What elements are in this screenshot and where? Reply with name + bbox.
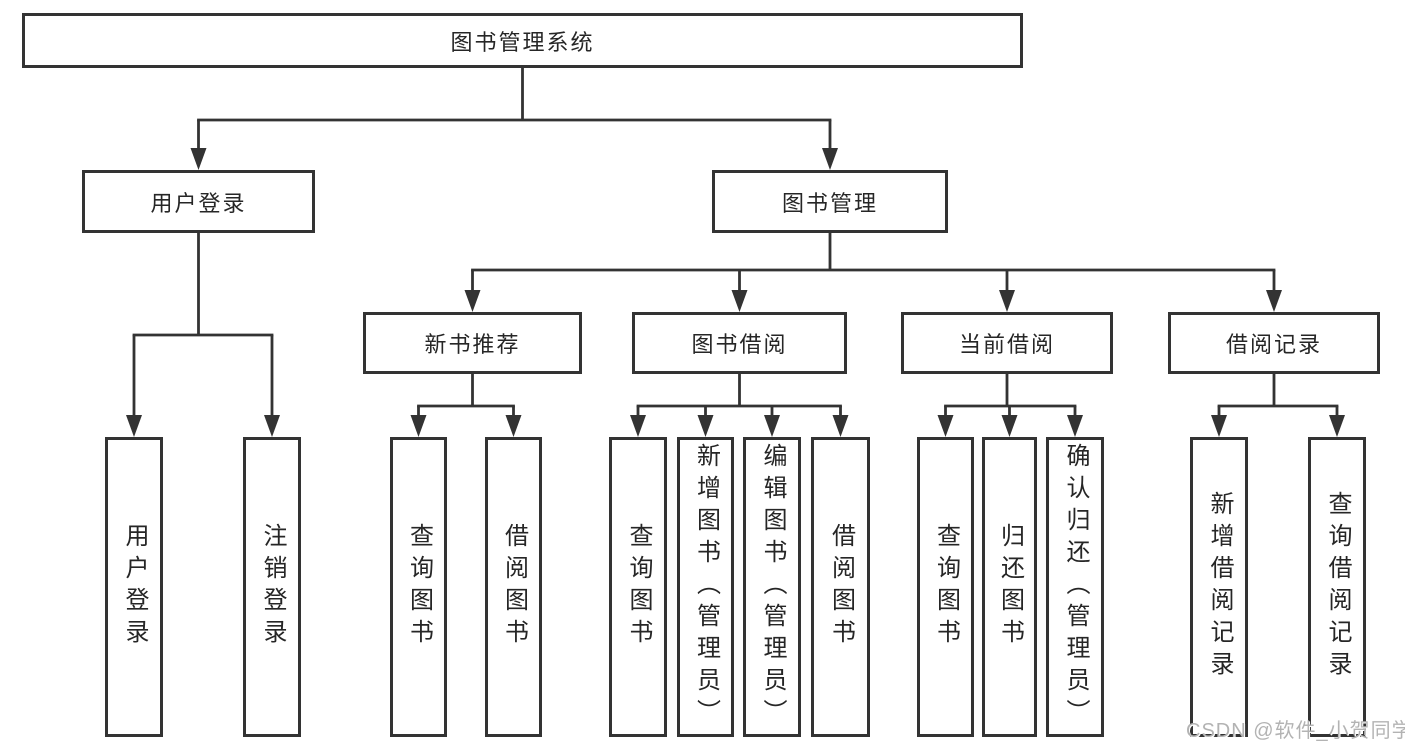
arrow-down-icon [1067,415,1083,437]
arrow-down-icon [731,290,748,312]
arrow-down-icon [1001,415,1018,437]
node-borrow-records: 借阅记录 [1168,312,1380,374]
node-label-add-book: 新增图书（管理员） [692,443,720,731]
node-label-query-book-2: 查询图书 [625,523,652,651]
node-query-borrow-record: 查询借阅记录 [1308,437,1366,737]
arrow-down-icon [264,415,280,437]
node-label-login: 用户登录 [121,523,148,651]
node-label-logout: 注销登录 [259,523,286,651]
arrow-down-icon [1266,290,1282,312]
node-label-user-login: 用户登录 [150,190,247,216]
node-label-edit-book: 编辑图书（管理员） [759,443,786,731]
arrow-down-icon [126,415,142,437]
arrow-down-icon [410,415,427,437]
node-new-book-rec: 新书推荐 [363,312,582,374]
node-borrow-book-1: 借阅图书 [485,437,542,737]
node-confirm-return: 确认归还（管理员） [1046,437,1104,737]
node-add-borrow-record: 新增借阅记录 [1190,437,1248,737]
arrow-down-icon [630,415,646,437]
node-label-book-borrow: 图书借阅 [691,332,788,357]
node-query-book-1: 查询图书 [390,437,447,737]
node-label-add-borrow-record: 新增借阅记录 [1206,491,1233,683]
node-label-query-book-1: 查询图书 [405,523,433,651]
arrow-down-icon [764,415,780,437]
arrow-down-icon [697,415,714,437]
node-root: 图书管理系统 [22,13,1023,68]
node-label-root: 图书管理系统 [450,29,595,55]
arrow-down-icon [822,148,838,170]
node-edit-book: 编辑图书（管理员） [743,437,801,737]
arrow-down-icon [190,148,207,170]
node-return-book: 归还图书 [982,437,1037,737]
arrow-down-icon [1329,415,1345,437]
node-query-book-2: 查询图书 [609,437,667,737]
node-book-borrow: 图书借阅 [632,312,847,374]
arrow-down-icon [464,290,481,312]
node-label-current-borrow: 当前借阅 [958,332,1055,357]
node-label-query-borrow-record: 查询借阅记录 [1324,491,1351,683]
node-logout: 注销登录 [243,437,301,737]
node-label-return-book: 归还图书 [996,523,1024,651]
node-label-borrow-book-1: 借阅图书 [500,523,528,651]
arrow-down-icon [505,415,522,437]
node-add-book: 新增图书（管理员） [677,437,734,737]
node-label-new-book-rec: 新书推荐 [424,332,521,357]
node-login: 用户登录 [105,437,163,737]
watermark: CSDN @软件_小贺同学 [1186,720,1405,742]
arrow-down-icon [999,290,1015,312]
node-label-borrow-book-2: 借阅图书 [827,523,855,651]
arrow-down-icon [937,415,954,437]
node-borrow-book-2: 借阅图书 [811,437,870,737]
node-user-login: 用户登录 [82,170,315,233]
arrow-down-icon [1211,415,1227,437]
node-label-confirm-return: 确认归还（管理员） [1062,443,1089,731]
node-book-mgmt: 图书管理 [712,170,948,233]
node-current-borrow: 当前借阅 [901,312,1113,374]
node-query-book-3: 查询图书 [917,437,974,737]
node-label-book-mgmt: 图书管理 [781,190,878,216]
node-label-query-book-3: 查询图书 [932,523,960,651]
arrow-down-icon [832,415,849,437]
node-label-borrow-records: 借阅记录 [1225,332,1322,357]
